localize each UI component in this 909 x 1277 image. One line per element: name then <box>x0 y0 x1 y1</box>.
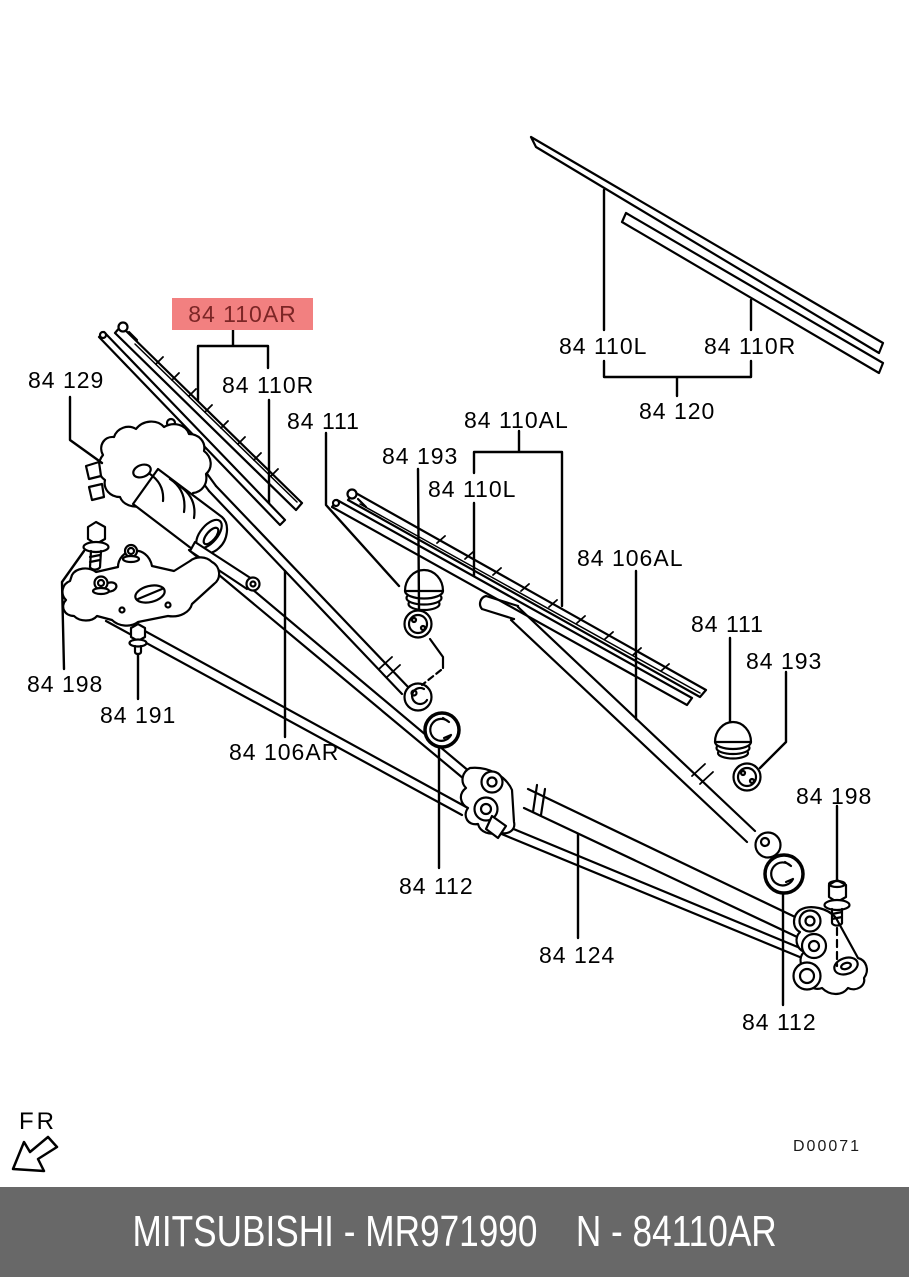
bolt-84191 <box>128 622 148 656</box>
part-label-84106AL: 84 106AL <box>577 545 684 571</box>
grommet-84111-left <box>403 568 445 612</box>
part-label-84110AL: 84 110AL <box>464 407 569 433</box>
wiper-arm-right <box>164 417 433 712</box>
footer-brand-part: MITSUBISHI - MR971990 <box>132 1207 538 1256</box>
part-label-84193-left: 84 193 <box>382 443 459 469</box>
part-label-84193-right: 84 193 <box>746 648 823 674</box>
right-pivot-assembly <box>792 906 868 996</box>
part-label-84110R-blade: 84 110R <box>222 372 315 398</box>
part-label-84124: 84 124 <box>539 942 616 968</box>
part-label-84112-center: 84 112 <box>399 873 474 899</box>
part-label-84106AR: 84 106AR <box>229 739 340 765</box>
front-direction-arrow <box>11 1135 59 1173</box>
diagram-code: D00071 <box>793 1138 862 1155</box>
clip-84112-center <box>423 711 461 749</box>
part-label-84120: 84 120 <box>639 398 716 424</box>
part-label-84198-right: 84 198 <box>796 783 873 809</box>
part-label-84191: 84 191 <box>100 702 177 728</box>
part-label-84112-right: 84 112 <box>742 1009 817 1035</box>
part-label-84110R-refill: 84 110R <box>704 333 797 359</box>
motor-bracket <box>61 543 221 627</box>
blade-assembly-left <box>97 321 304 527</box>
blade-assembly-center <box>330 488 708 707</box>
footer-bar: MITSUBISHI - MR971990 N - 84110AR <box>0 1187 909 1277</box>
part-label-84111-left: 84 111 <box>287 408 360 434</box>
part-label-84111-right: 84 111 <box>691 611 764 637</box>
clip-84112-right <box>763 853 805 895</box>
bolt-84198-left <box>82 520 110 571</box>
highlighted-part-label[interactable]: 84 110AR <box>172 298 313 330</box>
part-label-84198-left: 84 198 <box>27 671 104 697</box>
leader-lines <box>60 395 839 1007</box>
nut-84193-right <box>732 762 762 792</box>
front-direction-label: FR <box>19 1108 57 1135</box>
grommet-84111-right <box>713 720 753 760</box>
part-label-84110L-blade: 84 110L <box>428 476 517 502</box>
part-label-84110L-refill: 84 110L <box>559 333 648 359</box>
footer-part-ref: N - 84110AR <box>575 1207 777 1256</box>
nut-84193-left <box>403 609 445 687</box>
bolt-84198-right <box>823 878 851 968</box>
refill-strips <box>529 135 885 398</box>
center-joint <box>459 766 516 840</box>
wiper-motor <box>84 420 261 592</box>
part-label-84129: 84 129 <box>28 367 105 393</box>
